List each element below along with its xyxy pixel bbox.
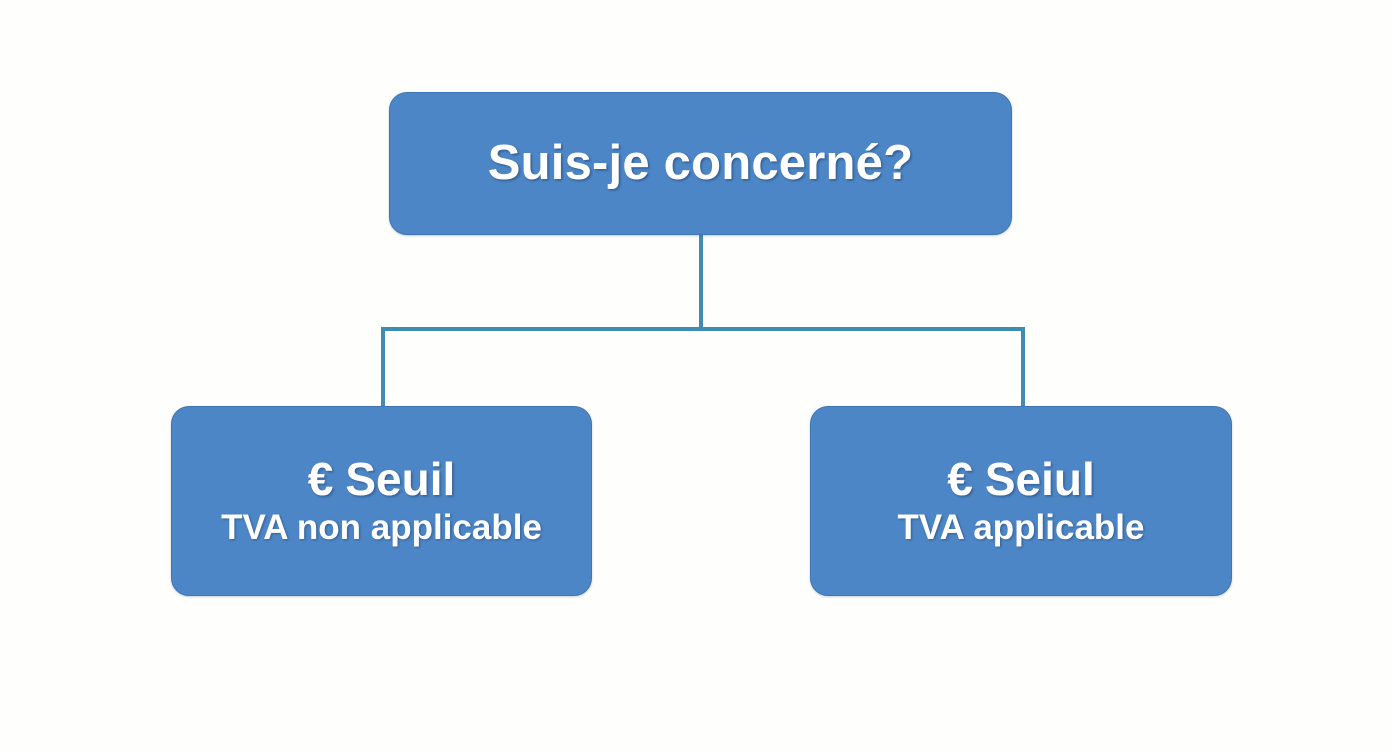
euro-icon: € — [947, 452, 973, 505]
connector-bus-to-left-node — [381, 327, 385, 409]
right-node-title-row: €Seiul — [947, 452, 1095, 505]
left-node-subtitle: TVA non applicable — [221, 507, 542, 547]
right-node-title: Seiul — [984, 452, 1095, 505]
node-branch-below-threshold[interactable]: €Seuil TVA non applicable — [171, 406, 592, 596]
connector-root-to-bus — [699, 234, 703, 329]
connector-horizontal-bus — [381, 327, 1025, 331]
left-node-title-row: €Seuil — [307, 452, 456, 505]
connector-bus-to-right-node — [1021, 327, 1025, 409]
node-root-question[interactable]: Suis-je concerné? — [389, 92, 1012, 235]
node-branch-above-threshold[interactable]: €Seiul TVA applicable — [810, 406, 1232, 596]
right-node-subtitle: TVA applicable — [897, 507, 1145, 547]
left-node-title: Seuil — [345, 452, 456, 505]
root-node-label: Suis-je concerné? — [487, 135, 914, 190]
euro-icon: € — [307, 452, 334, 505]
